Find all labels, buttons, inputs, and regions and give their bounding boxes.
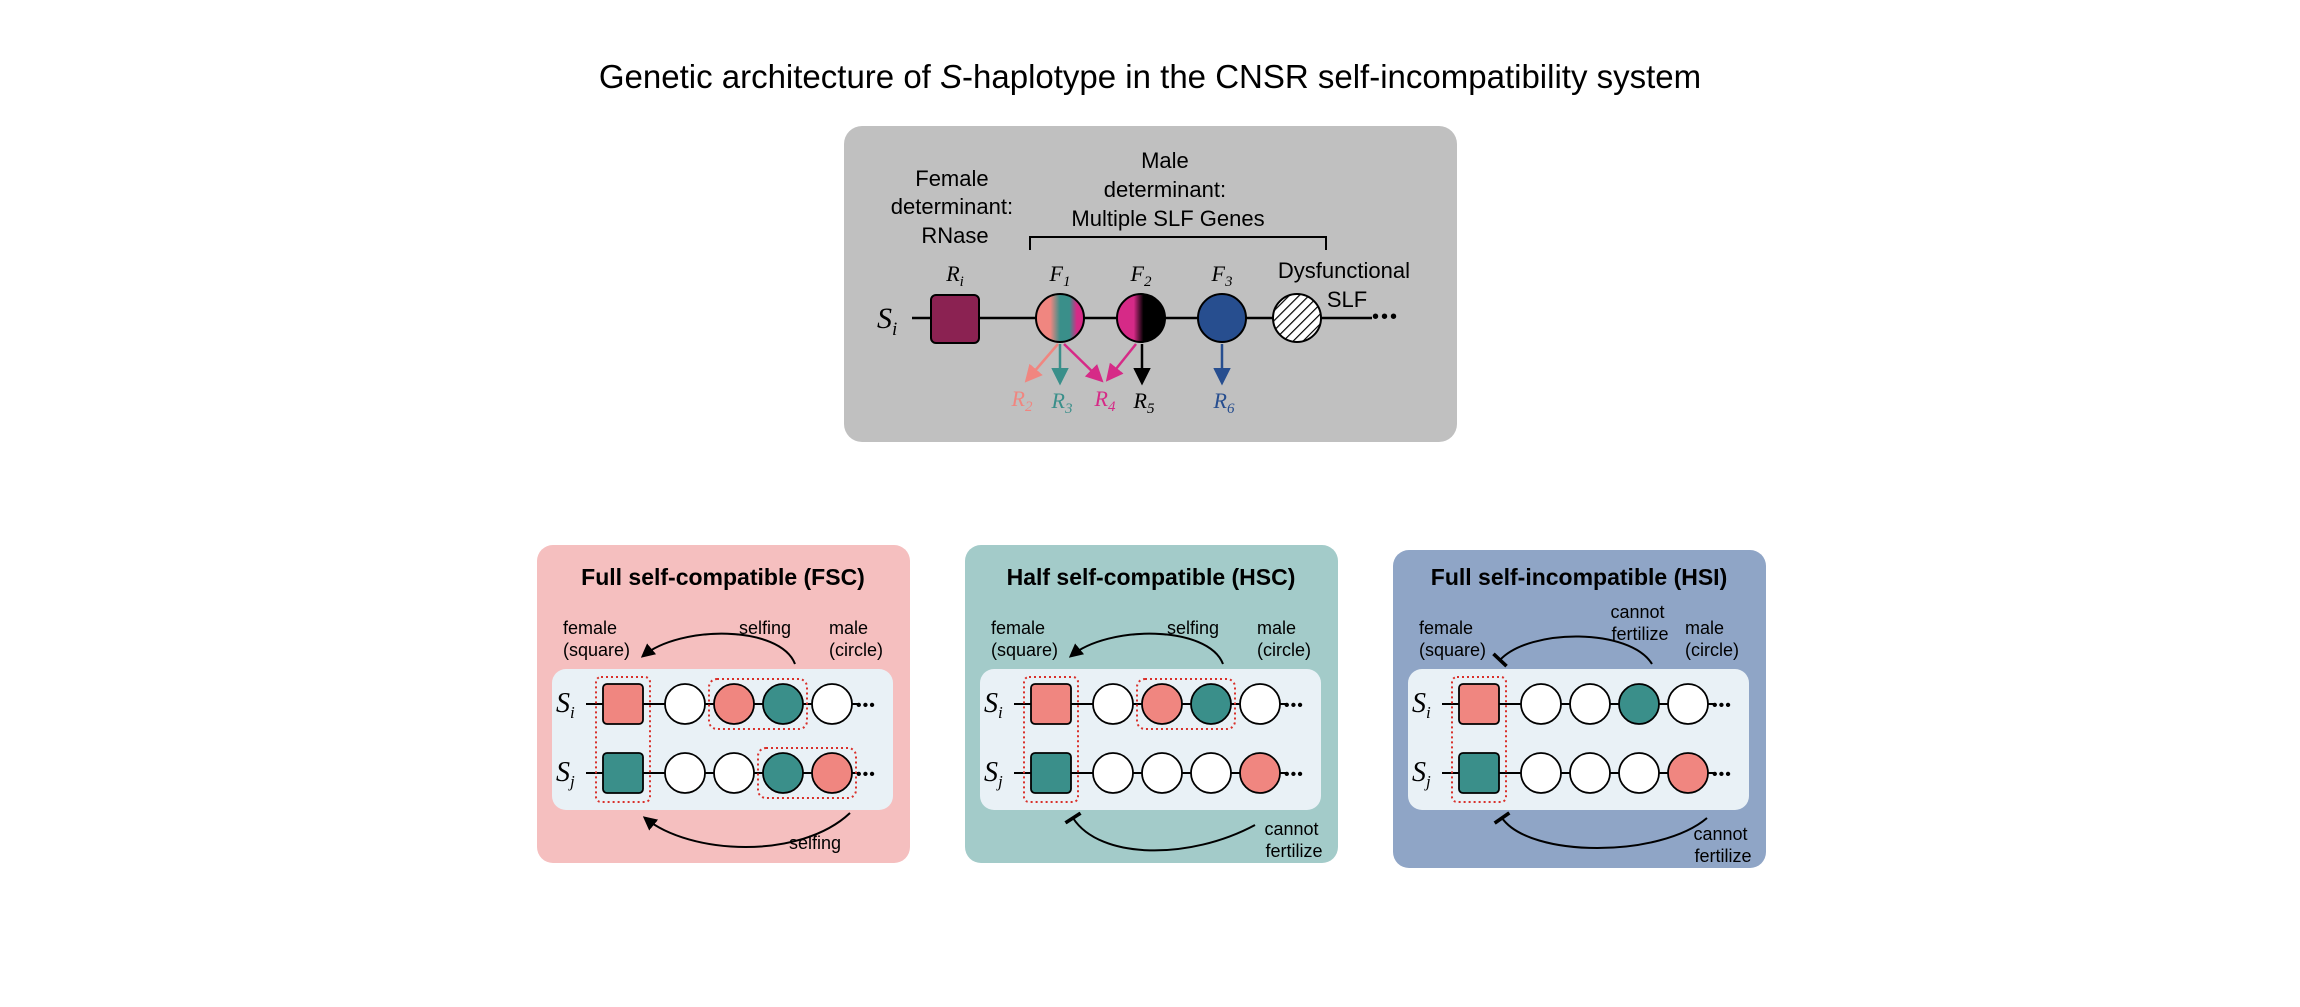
rnase-ri-label: Ri bbox=[945, 261, 964, 290]
panel-fsc-si-ellipsis: ••• bbox=[856, 697, 876, 714]
panel-fsc-bottom-arrow-label: selfing bbox=[789, 833, 841, 853]
panel-hsc-bottom-inhibit-arrow bbox=[1064, 811, 1256, 852]
panel-hsi-sj-male-circle-2 bbox=[1569, 752, 1611, 794]
panel-hsi-bottom-arrow-label: cannot fertilize bbox=[1693, 824, 1752, 866]
target-r6-label: R6 bbox=[1213, 388, 1235, 417]
figure-title: Genetic architecture of S-haplotype in t… bbox=[599, 58, 1701, 95]
panel-hsc-sj-male-circle-4 bbox=[1239, 752, 1281, 794]
panel-fsc-si-female-square bbox=[602, 683, 644, 725]
male-determinant-label: Male determinant: Multiple SLF Genes bbox=[1071, 148, 1264, 231]
top-panel-background bbox=[844, 126, 1457, 442]
panel-fsc-si-match-box bbox=[708, 678, 808, 730]
slf-f1-circle bbox=[1035, 293, 1085, 343]
panel-fsc: Full self-compatible (FSC) female (squar… bbox=[537, 545, 910, 863]
panel-fsc-top-arrow-label: selfing bbox=[739, 618, 791, 638]
panel-fsc-si-male-circle-4 bbox=[811, 683, 853, 725]
panel-hsc-sj-male-circle-1 bbox=[1092, 752, 1134, 794]
target-r2-label: R2 bbox=[1011, 386, 1033, 415]
panel-fsc-si-label: Si bbox=[556, 688, 575, 722]
panel-hsi-male-label: male (circle) bbox=[1685, 618, 1739, 660]
panel-hsi-female-label: female (square) bbox=[1419, 618, 1486, 660]
panel-fsc-sj-female-square bbox=[602, 752, 644, 794]
panel-hsc-sj-male-circle-2 bbox=[1141, 752, 1183, 794]
panel-hsi-si-male-circle-4 bbox=[1667, 683, 1709, 725]
panel-hsc-si-ellipsis: ••• bbox=[1284, 697, 1304, 714]
panel-hsi-sj-ellipsis: ••• bbox=[1712, 766, 1732, 783]
panel-hsi-sj-label: Sj bbox=[1412, 757, 1431, 791]
panel-hsi-sj-male-circle-4 bbox=[1667, 752, 1709, 794]
panel-hsc-si-male-circle-1 bbox=[1092, 683, 1134, 725]
panel-hsi-si-male-circle-1 bbox=[1520, 683, 1562, 725]
panel-hsc-sj-ellipsis: ••• bbox=[1284, 766, 1304, 783]
panel-fsc-female-box bbox=[595, 676, 651, 803]
panel-fsc-si-male-circle-3 bbox=[762, 683, 804, 725]
panel-hsc-bottom-arrow-label: cannot fertilize bbox=[1264, 819, 1323, 861]
panel-hsc-top-arrow bbox=[1068, 632, 1224, 665]
target-r4-label: R4 bbox=[1094, 386, 1116, 415]
panel-hsi-bottom-inhibit-arrow bbox=[1493, 811, 1708, 849]
rnase-square bbox=[930, 294, 980, 344]
panel-fsc-sj-male-circle-1 bbox=[664, 752, 706, 794]
panel-hsi-si-ellipsis: ••• bbox=[1712, 697, 1732, 714]
dysfunctional-slf-label: Dysfunctional SLF bbox=[1278, 258, 1416, 312]
panel-fsc-bottom-arrow bbox=[642, 812, 851, 848]
panel-hsc-si-male-circle-2 bbox=[1141, 683, 1183, 725]
panel-hsc-si-label: Si bbox=[984, 688, 1003, 722]
panel-hsc-sj-female-square bbox=[1030, 752, 1072, 794]
panel-hsi-top-inhibit-arrow bbox=[1492, 635, 1653, 668]
top-panel: Female determinant: RNase Male determina… bbox=[844, 126, 1457, 442]
panel-hsi-sj-male-circle-1 bbox=[1520, 752, 1562, 794]
panel-hsi-si-male-circle-3 bbox=[1618, 683, 1660, 725]
slf-f2-circle bbox=[1116, 293, 1166, 343]
gene-f1-label: F1 bbox=[1049, 261, 1071, 290]
panel-hsc-si-match-box bbox=[1136, 678, 1236, 730]
gene-f2-label: F2 bbox=[1130, 261, 1152, 290]
female-determinant-label: Female determinant: RNase bbox=[891, 166, 1019, 248]
panel-hsi-sj-male-circle-3 bbox=[1618, 752, 1660, 794]
panel-hsi-si-female-square bbox=[1458, 683, 1500, 725]
panel-fsc-sj-male-circle-2 bbox=[713, 752, 755, 794]
panel-hsc-female-box bbox=[1023, 676, 1079, 803]
panel-fsc-top-arrow bbox=[640, 632, 796, 665]
arrow-f1-to-r4 bbox=[1063, 343, 1104, 383]
panel-hsc-female-label: female (square) bbox=[991, 618, 1058, 660]
panel-fsc-sj-ellipsis: ••• bbox=[856, 766, 876, 783]
panel-hsc-si-male-circle-3 bbox=[1190, 683, 1232, 725]
panel-fsc-si-male-circle-1 bbox=[664, 683, 706, 725]
panel-fsc-sj-male-circle-4 bbox=[811, 752, 853, 794]
panel-hsi-sj-female-square bbox=[1458, 752, 1500, 794]
panel-fsc-male-label: male (circle) bbox=[829, 618, 883, 660]
arrow-f2-to-r4 bbox=[1105, 343, 1137, 382]
panel-hsc-title: Half self-compatible (HSC) bbox=[1007, 564, 1296, 590]
panel-fsc-title: Full self-compatible (FSC) bbox=[581, 564, 865, 590]
gene-f3-label: F3 bbox=[1211, 261, 1233, 290]
panel-fsc-sj-label: Sj bbox=[556, 757, 575, 791]
panel-hsi-title: Full self-incompatible (HSI) bbox=[1431, 564, 1727, 590]
panel-hsi-si-male-circle-2 bbox=[1569, 683, 1611, 725]
panel-fsc-sj-male-circle-3 bbox=[762, 752, 804, 794]
panel-fsc-si-male-circle-2 bbox=[713, 683, 755, 725]
haplotype-si-label: Si bbox=[877, 302, 897, 340]
panel-hsc-sj-male-circle-3 bbox=[1190, 752, 1232, 794]
panel-hsc-top-arrow-label: selfing bbox=[1167, 618, 1219, 638]
panel-hsc-si-female-square bbox=[1030, 683, 1072, 725]
panel-hsi-female-box bbox=[1451, 676, 1507, 803]
panel-hsi: Full self-incompatible (HSI) female (squ… bbox=[1393, 550, 1766, 868]
panel-fsc-sj-match-box bbox=[757, 747, 857, 799]
male-determinant-bracket bbox=[1029, 236, 1327, 250]
target-r3-label: R3 bbox=[1051, 388, 1073, 417]
panel-hsi-top-arrow-label: cannot fertilize bbox=[1610, 602, 1669, 644]
panel-hsc-si-male-circle-4 bbox=[1239, 683, 1281, 725]
haplotype-ellipsis: ••• bbox=[1372, 306, 1399, 328]
target-r5-label: R5 bbox=[1133, 388, 1155, 417]
panel-hsc-sj-label: Sj bbox=[984, 757, 1003, 791]
panel-fsc-female-label: female (square) bbox=[563, 618, 630, 660]
dysfunctional-slf-circle bbox=[1272, 293, 1322, 343]
arrow-f1-to-r2 bbox=[1024, 343, 1059, 383]
panel-hsc-male-label: male (circle) bbox=[1257, 618, 1311, 660]
panel-hsc: Half self-compatible (HSC) female (squar… bbox=[965, 545, 1338, 863]
slf-f3-circle bbox=[1197, 293, 1247, 343]
panel-hsi-si-label: Si bbox=[1412, 688, 1431, 722]
